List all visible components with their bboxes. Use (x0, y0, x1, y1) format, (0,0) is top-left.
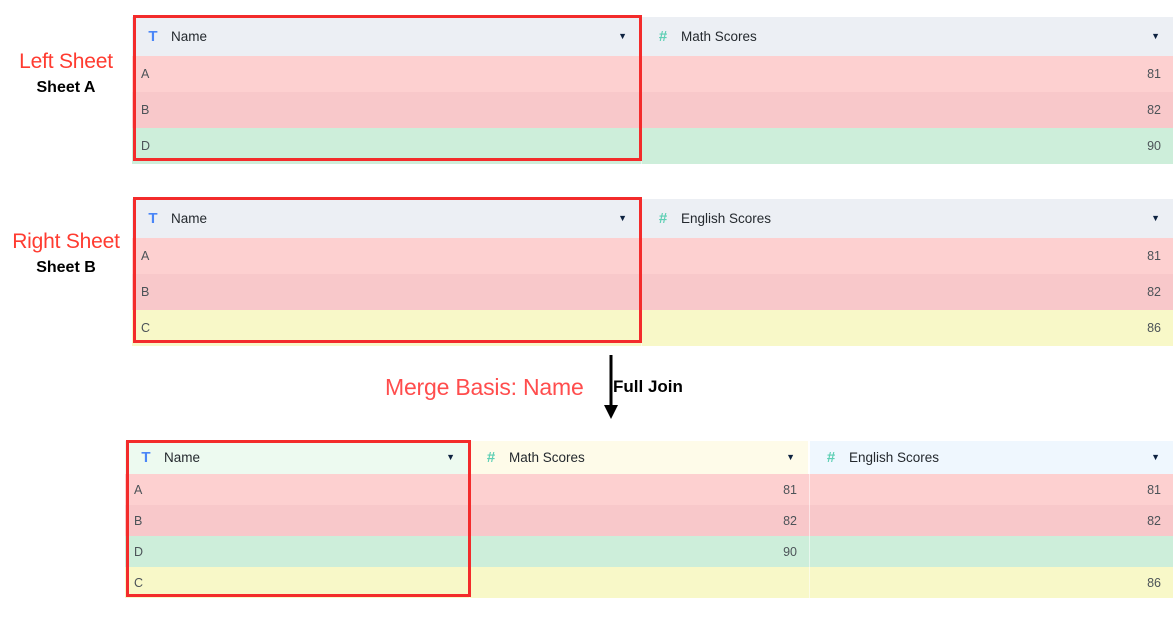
table-row[interactable]: D 90 (125, 536, 1173, 567)
cell-value: 90 (783, 544, 797, 559)
merge-basis-label: Merge Basis: Name (385, 374, 584, 400)
merged-result-table: T Name ▼ # Math Scores ▼ # English Score… (125, 441, 1173, 598)
table-row[interactable]: A 81 (132, 56, 1173, 92)
down-arrow-icon (600, 355, 622, 426)
cell-name[interactable]: D (125, 536, 470, 567)
join-type-label: Full Join (613, 377, 683, 396)
sheet-a-table: T Name ▼ # Math Scores ▼ A 81 B 82 D 90 (132, 17, 1173, 164)
cell-english-score[interactable]: 86 (810, 567, 1173, 598)
cell-value: 82 (1147, 103, 1161, 117)
cell-value: A (141, 249, 150, 263)
cell-english-score[interactable]: 86 (642, 310, 1173, 346)
table-row[interactable]: A 81 (132, 238, 1173, 274)
number-column-type-icon: # (658, 210, 668, 227)
sheet-b-col-header-name[interactable]: T Name ▼ (132, 199, 642, 238)
column-header-label: English Scores (849, 450, 940, 465)
cell-math-score[interactable]: 90 (470, 536, 810, 567)
cell-value: B (141, 103, 150, 117)
chevron-down-icon[interactable]: ▼ (1151, 213, 1160, 223)
cell-math-score[interactable]: 82 (470, 505, 810, 536)
column-header-label: Name (171, 29, 208, 44)
cell-english-score[interactable]: 81 (810, 474, 1173, 505)
sheet-a-col-header-math-scores[interactable]: # Math Scores ▼ (642, 17, 1173, 56)
column-header-label: Math Scores (509, 450, 585, 465)
cell-value: C (134, 575, 144, 590)
number-column-type-icon: # (826, 449, 836, 466)
cell-name[interactable]: B (132, 274, 642, 310)
text-column-type-icon: T (148, 28, 158, 45)
number-column-type-icon: # (486, 449, 496, 466)
column-header-label: Name (171, 211, 208, 226)
chevron-down-icon[interactable]: ▼ (786, 452, 795, 462)
merged-col-header-math-scores[interactable]: # Math Scores ▼ (470, 441, 810, 474)
table-row[interactable]: A 81 81 (125, 474, 1173, 505)
column-header-label: Math Scores (681, 29, 757, 44)
cell-name[interactable]: C (125, 567, 470, 598)
right-sheet-label: Right Sheet Sheet B (0, 230, 132, 278)
chevron-down-icon[interactable]: ▼ (1151, 31, 1160, 41)
cell-name[interactable]: B (125, 505, 470, 536)
cell-value: D (141, 139, 151, 153)
table-row[interactable]: C 86 (125, 567, 1173, 598)
table-row[interactable]: B 82 82 (125, 505, 1173, 536)
sheet-b-col-header-english-scores[interactable]: # English Scores ▼ (642, 199, 1173, 238)
cell-math-score[interactable] (470, 567, 810, 598)
cell-value: 81 (1147, 249, 1161, 263)
sheet-a-col-header-name[interactable]: T Name ▼ (132, 17, 642, 56)
cell-value: C (141, 321, 151, 335)
cell-value: B (141, 285, 150, 299)
cell-value: 82 (1147, 285, 1161, 299)
sheet-a-header-row: T Name ▼ # Math Scores ▼ (132, 17, 1173, 56)
cell-english-score[interactable]: 81 (642, 238, 1173, 274)
text-column-type-icon: T (148, 210, 158, 227)
left-sheet-title: Left Sheet (19, 50, 113, 73)
left-sheet-name: Sheet A (36, 79, 96, 97)
cell-name[interactable]: B (132, 92, 642, 128)
cell-value: 82 (783, 513, 797, 528)
cell-value: 82 (1147, 513, 1161, 528)
left-sheet-label: Left Sheet Sheet A (0, 50, 132, 98)
cell-english-score[interactable]: 82 (642, 274, 1173, 310)
number-column-type-icon: # (658, 28, 668, 45)
cell-english-score[interactable] (810, 536, 1173, 567)
cell-value: 81 (783, 482, 797, 497)
chevron-down-icon[interactable]: ▼ (1151, 452, 1160, 462)
cell-value: 81 (1147, 482, 1161, 497)
cell-value: A (141, 67, 150, 81)
table-row[interactable]: B 82 (132, 274, 1173, 310)
cell-name[interactable]: D (132, 128, 642, 164)
table-row[interactable]: D 90 (132, 128, 1173, 164)
merged-col-header-english-scores[interactable]: # English Scores ▼ (810, 441, 1173, 474)
cell-math-score[interactable]: 90 (642, 128, 1173, 164)
right-sheet-name: Sheet B (36, 259, 96, 277)
chevron-down-icon[interactable]: ▼ (618, 213, 627, 223)
sheet-b-table: T Name ▼ # English Scores ▼ A 81 B 82 C … (132, 199, 1173, 346)
cell-value: 86 (1147, 321, 1161, 335)
cell-value: B (134, 513, 143, 528)
cell-value: D (134, 544, 144, 559)
cell-value: 90 (1147, 139, 1161, 153)
cell-name[interactable]: A (125, 474, 470, 505)
table-row[interactable]: B 82 (132, 92, 1173, 128)
cell-name[interactable]: C (132, 310, 642, 346)
cell-math-score[interactable]: 81 (470, 474, 810, 505)
table-row[interactable]: C 86 (132, 310, 1173, 346)
text-column-type-icon: T (141, 449, 151, 466)
cell-name[interactable]: A (132, 56, 642, 92)
cell-math-score[interactable]: 82 (642, 92, 1173, 128)
column-header-label: Name (164, 450, 201, 465)
right-sheet-title: Right Sheet (12, 230, 120, 253)
cell-value: 81 (1147, 67, 1161, 81)
merged-header-row: T Name ▼ # Math Scores ▼ # English Score… (125, 441, 1173, 474)
cell-math-score[interactable]: 81 (642, 56, 1173, 92)
chevron-down-icon[interactable]: ▼ (446, 452, 455, 462)
merged-col-header-name[interactable]: T Name ▼ (125, 441, 470, 474)
cell-english-score[interactable]: 82 (810, 505, 1173, 536)
cell-value: A (134, 482, 143, 497)
column-header-label: English Scores (681, 211, 772, 226)
cell-value: 86 (1147, 575, 1161, 590)
sheet-b-header-row: T Name ▼ # English Scores ▼ (132, 199, 1173, 238)
cell-name[interactable]: A (132, 238, 642, 274)
chevron-down-icon[interactable]: ▼ (618, 31, 627, 41)
